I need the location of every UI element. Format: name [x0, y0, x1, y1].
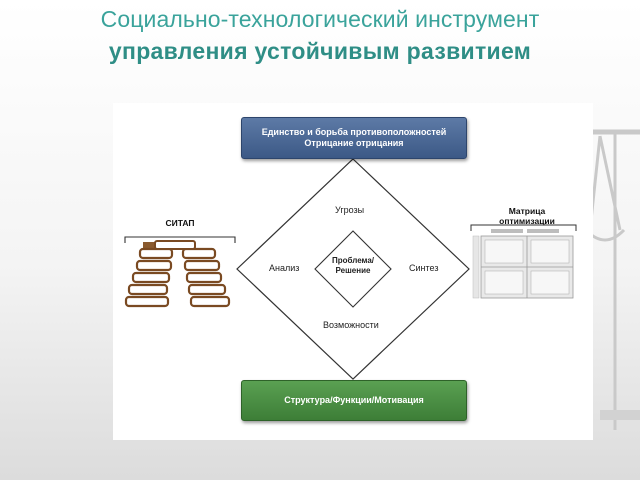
problem-solution-line1: Проблема/	[331, 256, 375, 265]
scales-watermark-icon	[584, 129, 640, 430]
sitap-bracket	[124, 236, 236, 243]
diamond-label-opportunities: Возможности	[323, 320, 379, 330]
diamond-label-synthesis: Синтез	[409, 263, 439, 273]
sitap-top-cell	[154, 240, 196, 250]
diamond-label-threats: Угрозы	[335, 205, 365, 215]
matrix-label-line2: оптимизации	[499, 216, 555, 226]
unity-struggle-line1: Единство и борьба противоположностей	[261, 127, 447, 137]
diagram-lines	[124, 158, 577, 380]
problem-solution-line2: Решение	[335, 266, 371, 275]
matrix-label-line1: Матрица	[508, 206, 546, 216]
sitap-label: СИТАП	[165, 218, 195, 228]
structure-function-motivation-label: Структура/Функции/Мотивация	[284, 395, 424, 405]
slide-title-line2: управления устойчивым развитием	[108, 38, 532, 64]
sitap-left-column	[124, 242, 174, 308]
sitap-right-column	[181, 247, 231, 308]
diagram-panel: Единство и борьба противоположностей Отр…	[113, 103, 593, 440]
center-diamond	[314, 230, 392, 308]
problem-solution-label: Проблема/ Решение	[321, 256, 385, 276]
optimization-matrix	[470, 224, 577, 299]
matrix-label: Матрица оптимизации	[493, 206, 561, 226]
slide-title-line1: Социально-технологический инструмент	[100, 6, 540, 32]
structure-function-motivation-box: Структура/Функции/Мотивация	[241, 380, 467, 421]
unity-struggle-line2: Отрицание отрицания	[304, 138, 404, 148]
diamond-label-analysis: Анализ	[269, 263, 300, 273]
unity-struggle-box: Единство и борьба противоположностей Отр…	[241, 117, 467, 159]
